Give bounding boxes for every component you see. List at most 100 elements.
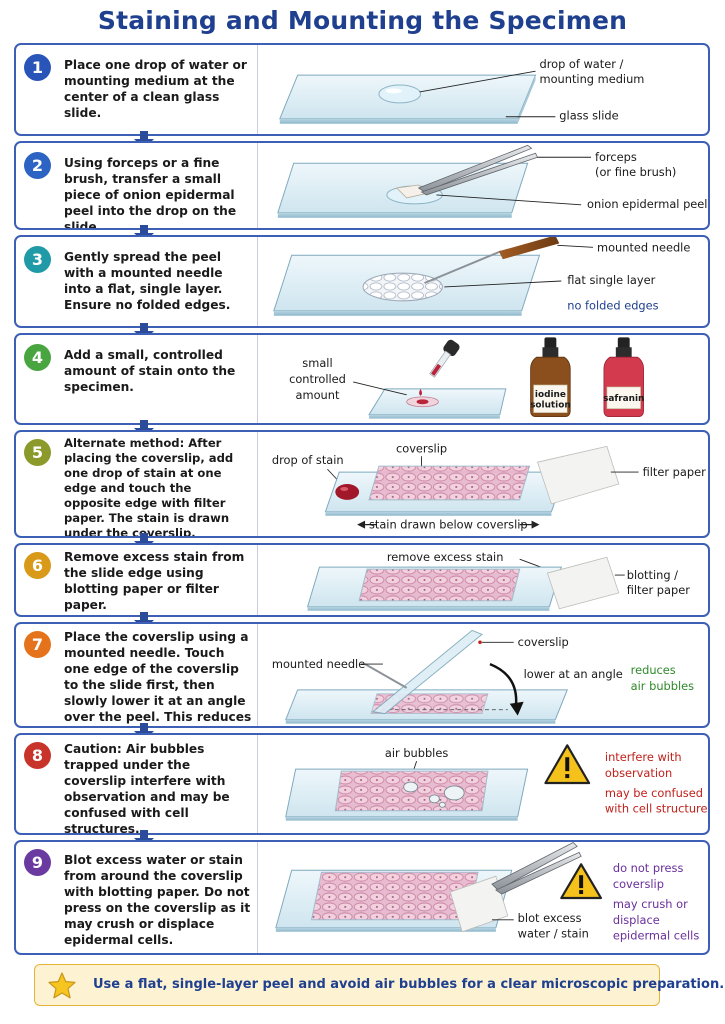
- down-arrow-icon: [134, 612, 154, 630]
- step-number: 8: [24, 742, 51, 769]
- label-drop-2: mounting medium: [539, 72, 644, 86]
- label-remove: remove excess stain: [387, 550, 504, 564]
- warning-icon: [560, 863, 603, 900]
- step-number: 5: [24, 439, 51, 466]
- star-icon: [48, 972, 76, 999]
- label-safranin: safranin: [603, 394, 644, 404]
- safranin-bottle: safranin: [603, 337, 644, 418]
- step-8-card: 8 Caution: Air bubbles trapped under the…: [14, 733, 710, 835]
- step-number: 2: [24, 152, 51, 179]
- label-coverslip: coverslip: [518, 635, 569, 649]
- label-nopress-2: coverslip: [613, 877, 664, 891]
- air-bubble: [443, 785, 465, 801]
- label-nopress-1: do not press: [613, 861, 684, 875]
- air-bubble: [429, 794, 440, 804]
- dropper: [429, 339, 460, 378]
- step-text: Gently spread the peel with a mounted ne…: [64, 250, 231, 312]
- step-text: Using forceps or a fine brush, transfer …: [64, 156, 237, 230]
- label-confused-1: may be confused: [605, 786, 703, 800]
- label-blotting-1: blotting /: [627, 568, 678, 582]
- step-7-illustration: mounted needle coverslip lower at an ang…: [258, 624, 708, 726]
- onion-peel: [362, 272, 443, 302]
- label-filter: filter paper: [643, 465, 706, 479]
- label-reduces-1: reduces: [631, 663, 676, 677]
- label-layer: flat single layer: [567, 273, 655, 287]
- label-blot-2: water / stain: [518, 927, 589, 941]
- step-5-illustration: drop of stain coverslip filter paper sta…: [258, 432, 708, 536]
- step-9-illustration: blot excess water / stain do not press c…: [258, 842, 708, 953]
- step-text: Caution: Air bubbles trapped under the c…: [64, 742, 230, 835]
- down-arrow-icon: [134, 225, 154, 243]
- label-iodine-1: iodine: [535, 390, 566, 400]
- label-drop-stain: drop of stain: [272, 453, 344, 467]
- step-3-card: 3 Gently spread the peel with a mounted …: [14, 235, 710, 328]
- label-needle: mounted needle: [272, 657, 365, 671]
- label-interfere-1: interfere with: [605, 750, 682, 764]
- step-6-card: 6 Remove excess stain from the slide edg…: [14, 543, 710, 617]
- stain-drop: [335, 484, 360, 500]
- label-amount-3: amount: [296, 388, 340, 402]
- tip-text: Use a flat, single-layer peel and avoid …: [93, 977, 725, 992]
- step-4-card: 4 Add a small, controlled amount of stai…: [14, 333, 710, 425]
- step-text: Place one drop of water or mounting medi…: [64, 58, 247, 120]
- label-bubbles: air bubbles: [385, 746, 448, 760]
- step-number: 1: [24, 54, 51, 81]
- label-edges: no folded edges: [567, 299, 658, 313]
- label-angle: lower at an angle: [524, 667, 623, 681]
- label-amount-2: controlled: [289, 372, 346, 386]
- label-peel: onion epidermal peel: [587, 197, 707, 211]
- down-arrow-icon: [134, 723, 154, 741]
- step-text: Blot excess water or stain from around t…: [64, 853, 251, 947]
- blotting-paper: [546, 556, 620, 610]
- label-crush-1: may crush or: [613, 897, 688, 911]
- coverslip: [368, 465, 531, 501]
- down-arrow-icon: [134, 131, 154, 149]
- down-arrow-icon: [134, 420, 154, 438]
- air-bubble: [438, 801, 446, 808]
- filter-paper: [537, 445, 620, 505]
- step-9-card: 9 Blot excess water or stain from around…: [14, 840, 710, 955]
- air-bubble: [403, 781, 419, 793]
- label-blot-1: blot excess: [518, 911, 582, 925]
- step-1-illustration: drop of water / mounting medium glass sl…: [258, 45, 708, 134]
- step-5-card: 5 Alternate method: After placing the co…: [14, 430, 710, 538]
- label-iodine-2: solution: [530, 401, 571, 411]
- step-8-illustration: air bubbles interfere with observation m…: [258, 735, 708, 833]
- down-arrow-icon: [134, 323, 154, 341]
- step-number: 9: [24, 849, 51, 876]
- page-title: Staining and Mounting the Specimen: [97, 6, 628, 35]
- step-number: 3: [24, 246, 51, 273]
- step-number: 6: [24, 552, 51, 579]
- forceps: [491, 842, 578, 891]
- step-number: 7: [24, 631, 51, 658]
- step-text: Add a small, controlled amount of stain …: [64, 348, 236, 394]
- label-drop-1: drop of water /: [539, 57, 623, 71]
- step-6-illustration: remove excess stain blotting / filter pa…: [258, 545, 708, 615]
- coverslip: [371, 629, 483, 715]
- step-2-illustration: forceps (or fine brush) onion epidermal …: [258, 143, 708, 228]
- tip-banner: Use a flat, single-layer peel and avoid …: [34, 964, 724, 1006]
- step-3-illustration: mounted needle flat single layer no fold…: [258, 237, 708, 326]
- label-blotting-2: filter paper: [627, 583, 690, 597]
- label-confused-2: with cell structures: [605, 802, 708, 816]
- needle-handle: [498, 237, 560, 260]
- water-drop: [378, 84, 422, 104]
- step-text: Alternate method: After placing the cove…: [64, 436, 234, 538]
- step-text: Remove excess stain from the slide edge …: [64, 550, 245, 612]
- down-arrow-icon: [134, 533, 154, 551]
- forceps: [417, 144, 533, 193]
- step-2-card: 2 Using forceps or a fine brush, transfe…: [14, 141, 710, 230]
- label-crush-2: displace: [613, 913, 660, 927]
- label-crush-3: epidermal cells: [613, 929, 699, 943]
- label-drawn: stain drawn below coverslip: [369, 518, 528, 532]
- label-forceps-2: (or fine brush): [595, 165, 676, 179]
- label-needle: mounted needle: [597, 240, 690, 254]
- label-coverslip: coverslip: [396, 441, 447, 455]
- label-interfere-2: observation: [605, 766, 672, 780]
- label-amount-1: small: [302, 356, 332, 370]
- step-4-illustration: small controlled amount iodine solution: [258, 335, 708, 423]
- label-slide: glass slide: [559, 109, 618, 123]
- iodine-bottle: iodine solution: [530, 337, 571, 418]
- label-reduces-2: air bubbles: [631, 679, 694, 693]
- warning-icon: [544, 744, 591, 785]
